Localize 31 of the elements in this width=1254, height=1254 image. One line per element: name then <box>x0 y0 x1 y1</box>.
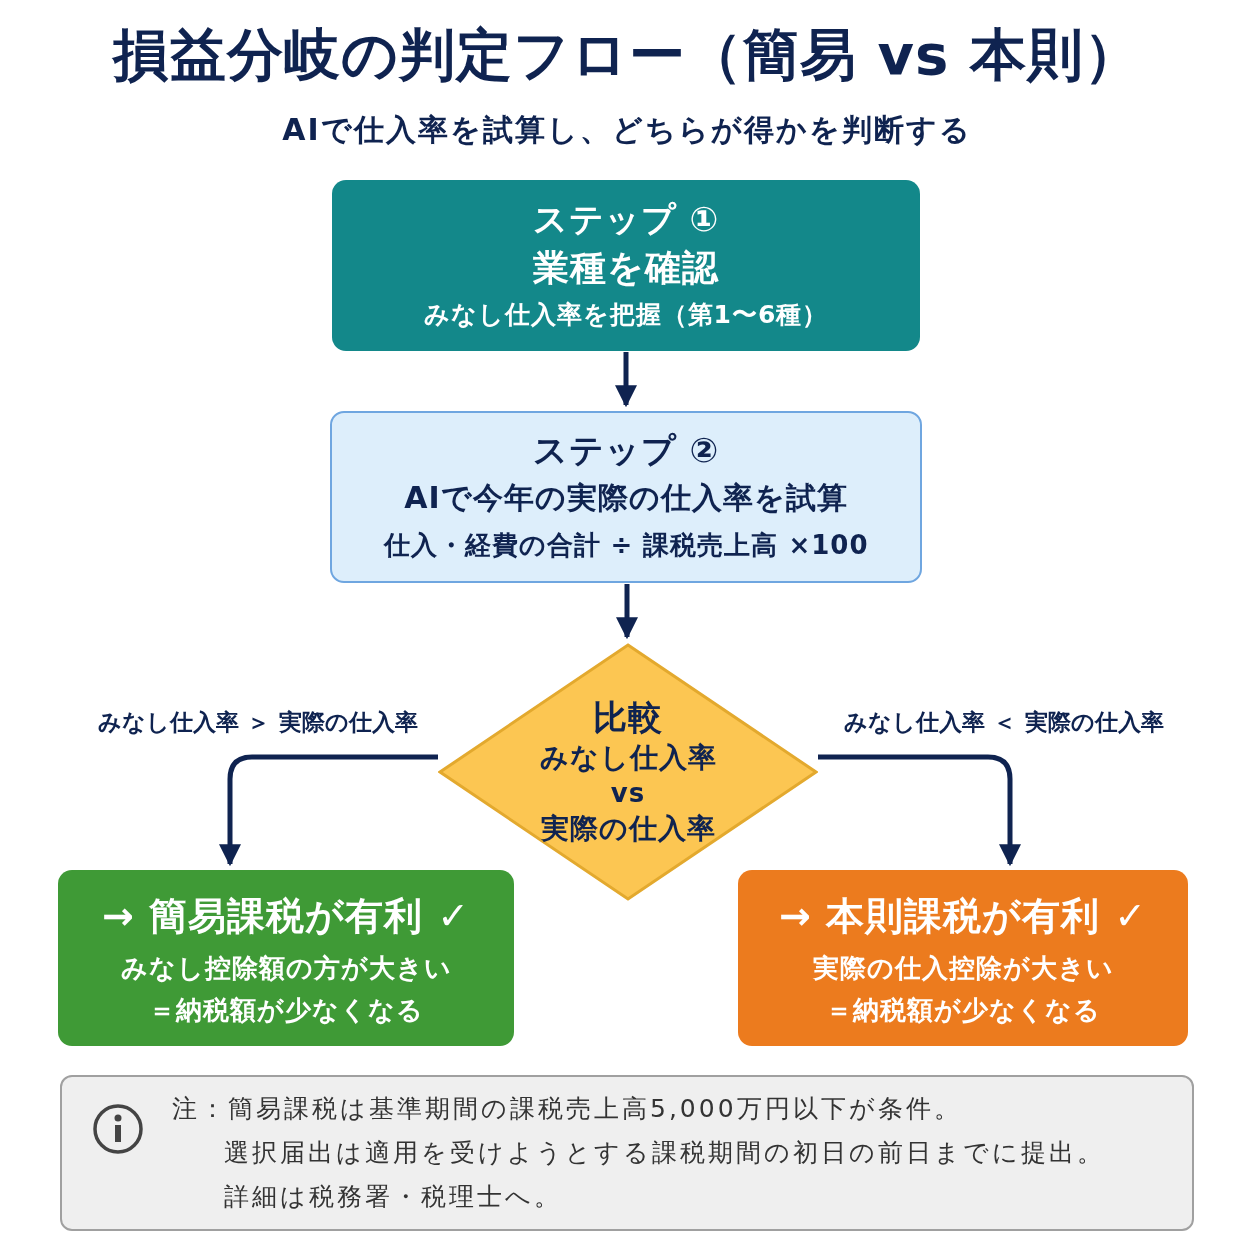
box-heading: ステップ ② <box>532 429 720 472</box>
note-text: 詳細は税務署・税理士へ。 <box>224 1181 562 1213</box>
box-text: みなし仕入率 <box>539 740 717 776</box>
box-text: ＝納税額が少なくなる <box>148 994 424 1027</box>
box-heading: ステップ ① <box>532 197 720 241</box>
decision-diamond <box>438 643 818 901</box>
note-text: 選択届出は適用を受けようとする課税期間の初日の前日までに提出。 <box>224 1137 1105 1169</box>
box-text: みなし控除額の方が大きい <box>120 952 452 985</box>
box-text: 実際の仕入率 <box>540 811 716 847</box>
box-text: 業種を確認 <box>533 245 719 290</box>
box-heading: 比較 <box>593 696 663 739</box>
step-box <box>330 411 922 583</box>
arrow <box>616 584 638 640</box>
subtitle: AIで仕入率を試算し、どちらが得かを判断する <box>281 111 973 149</box>
note-text: 注：簡易課税は基準期間の課税売上高5,000万円以下が条件。 <box>172 1093 962 1125</box>
title: 損益分岐の判定フロー（簡易 vs 本則） <box>111 21 1142 89</box>
box-text: 実際の仕入控除が大きい <box>812 952 1114 985</box>
step-box <box>332 180 920 351</box>
box-text: 仕入・経費の合計 ÷ 課税売上高 ×100 <box>383 529 869 562</box>
box-text: AIで今年の実際の仕入率を試算 <box>404 479 848 517</box>
result-box <box>58 870 514 1046</box>
box-text: vs <box>610 777 646 809</box>
box-text: みなし仕入率を把握（第1〜6種） <box>423 298 829 331</box>
box-text: ＝納税額が少なくなる <box>825 994 1101 1027</box>
box-heading: → 簡易課税が有利 ✓ <box>101 893 471 940</box>
arrow <box>818 754 1021 867</box>
arrow <box>219 754 438 867</box>
note-box <box>60 1075 1194 1231</box>
result-box <box>738 870 1188 1046</box>
box-heading: → 本則課税が有利 ✓ <box>778 893 1148 940</box>
arrow <box>615 352 637 408</box>
